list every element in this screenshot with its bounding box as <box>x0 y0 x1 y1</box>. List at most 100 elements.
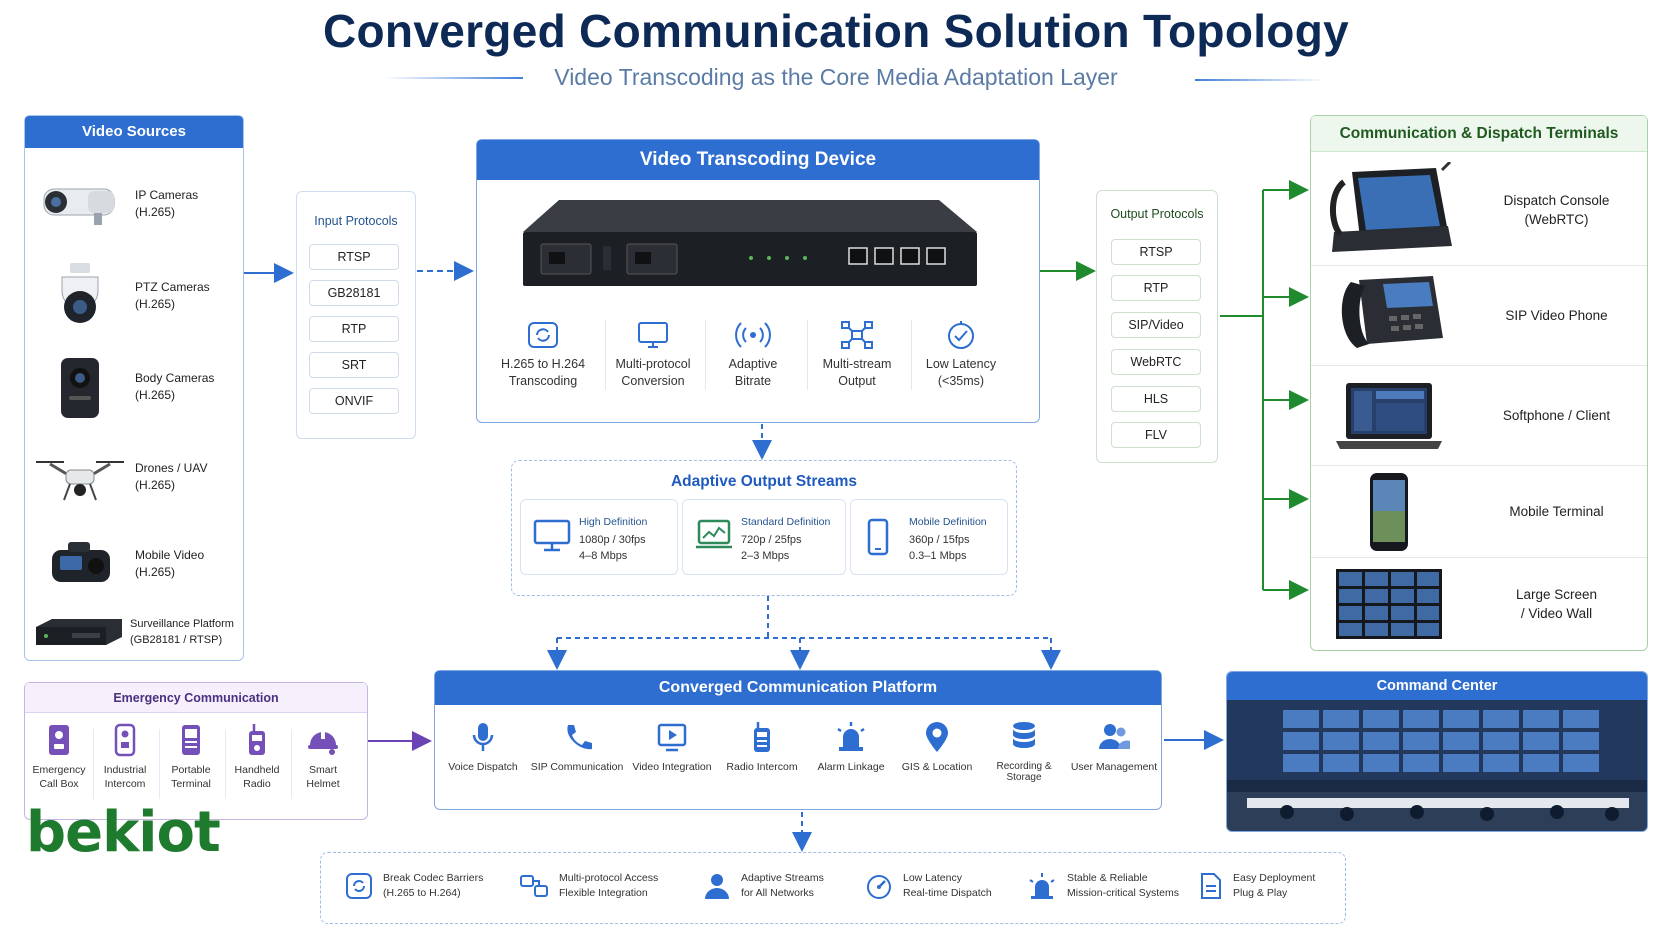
platform-user-management: User Management <box>1069 721 1159 773</box>
stream-title: High Definition <box>579 516 648 528</box>
source-body-cameras: Body Cameras (H.265) <box>25 344 243 430</box>
terminal-sip-phone: SIP Video Phone <box>1311 266 1647 366</box>
benefits-bar: Break Codec Barriers (H.265 to H.264) Mu… <box>320 852 1346 924</box>
users-icon <box>1099 724 1130 749</box>
phone-icon <box>567 725 592 750</box>
portable-terminal-icon <box>182 725 200 755</box>
emergency-heading: Emergency Communication <box>25 683 367 713</box>
benefit-low-latency: Low Latency Real-time Dispatch <box>865 871 992 901</box>
platform-sip-communication: SIP Communication <box>527 721 627 773</box>
platform-label: SIP Communication <box>530 761 624 773</box>
input-protocols-panel: Input Protocols RTSP GB28181 RTP SRT ONV… <box>296 191 416 439</box>
benefit-label: Stable & Reliable Mission-critical Syste… <box>1067 872 1180 899</box>
platform-label: Video Integration <box>632 761 712 773</box>
output-protocol-hls: HLS <box>1111 386 1201 412</box>
platform-video-integration: Video Integration <box>627 721 717 773</box>
emergency-divider <box>291 729 292 799</box>
sip-phone-icon <box>1341 275 1443 348</box>
source-label: PTZ Cameras (H.265) <box>135 280 210 311</box>
adaptive-streams-panel: Adaptive Output Streams High Definition … <box>511 460 1017 596</box>
emergency-label: Portable Terminal <box>171 764 211 790</box>
feature-label: Multi-stream Output <box>822 357 892 388</box>
feature-multi-stream: Multi-stream Output <box>807 320 907 390</box>
emergency-industrial-intercom: Industrial Intercom <box>95 723 155 791</box>
terminal-mobile: Mobile Terminal <box>1311 466 1647 558</box>
stream-title: Standard Definition <box>741 516 831 528</box>
feature-label: H.265 to H.264 Transcoding <box>500 357 586 388</box>
beacon-icon <box>1029 873 1055 899</box>
emergency-smart-helmet: Smart Helmet <box>293 723 353 791</box>
walkie-talkie-icon <box>754 722 770 752</box>
location-pin-icon <box>926 722 948 752</box>
output-protocol-sip-video: SIP/Video <box>1111 312 1201 338</box>
benefit-codec: Break Codec Barriers (H.265 to H.264) <box>345 871 483 901</box>
terminal-label: SIP Video Phone <box>1505 308 1608 323</box>
command-center-image <box>1227 700 1647 831</box>
source-mobile-video: Mobile Video (H.265) <box>25 524 243 604</box>
video-wall-icon <box>1335 569 1442 639</box>
transcoder-hardware-image <box>523 200 977 286</box>
input-protocol-gb28181: GB28181 <box>309 280 399 306</box>
speed-icon <box>867 875 891 899</box>
intercom-icon <box>114 723 136 757</box>
output-protocol-flv: FLV <box>1111 422 1201 448</box>
stream-hd: High Definition 1080p / 30fps 4–8 Mbps <box>520 499 678 575</box>
database-icon <box>1013 722 1035 748</box>
input-protocol-rtp: RTP <box>309 316 399 342</box>
benefit-label: Low Latency Real-time Dispatch <box>903 872 992 899</box>
laptop-chart-icon <box>696 519 732 549</box>
transcode-icon <box>528 322 558 348</box>
benefit-easy-deployment: Easy Deployment Plug & Play <box>1199 871 1315 901</box>
platform-voice-dispatch: Voice Dispatch <box>443 721 523 773</box>
emergency-label: Handheld Radio <box>234 764 280 790</box>
terminals-heading: Communication & Dispatch Terminals <box>1311 116 1647 152</box>
video-sources-heading: Video Sources <box>25 116 243 148</box>
drone-icon <box>36 461 124 501</box>
emergency-call-box: Emergency Call Box <box>29 723 89 791</box>
emergency-label: Emergency Call Box <box>32 764 86 790</box>
codec-icon <box>346 873 372 899</box>
stream-detail: 360p / 15fps 0.3–1 Mbps <box>909 534 970 562</box>
feature-low-latency: Low Latency (<35ms) <box>911 320 1011 390</box>
input-protocols-heading: Input Protocols <box>314 214 398 228</box>
feature-divider <box>705 320 706 390</box>
feature-transcoding: H.265 to H.264 Transcoding <box>493 320 593 390</box>
feature-label: Adaptive Bitrate <box>728 357 778 388</box>
input-protocol-onvif: ONVIF <box>309 388 399 414</box>
source-label: IP Cameras (H.265) <box>135 188 199 219</box>
signal-icon <box>735 322 771 348</box>
monitor-icon <box>638 322 668 348</box>
stream-sd: Standard Definition 720p / 25fps 2–3 Mbp… <box>682 499 846 575</box>
emergency-divider <box>225 729 226 799</box>
stream-mobile: Mobile Definition 360p / 15fps 0.3–1 Mbp… <box>850 499 1008 575</box>
platform-alarm-linkage: Alarm Linkage <box>807 721 895 773</box>
platform-heading: Converged Communication Platform <box>435 671 1161 705</box>
terminals-panel: Communication & Dispatch Terminals Dispa… <box>1310 115 1648 651</box>
network-icon <box>841 321 873 349</box>
document-icon <box>1201 873 1221 899</box>
page-title: Converged Communication Solution Topolog… <box>323 5 1349 57</box>
video-play-icon <box>657 723 687 752</box>
benefit-label: Break Codec Barriers (H.265 to H.264) <box>383 872 484 899</box>
stream-detail: 1080p / 30fps 4–8 Mbps <box>579 534 646 562</box>
gauge-icon <box>948 321 974 349</box>
output-protocols-heading: Output Protocols <box>1110 207 1204 221</box>
terminal-video-wall: Large Screen / Video Wall <box>1311 558 1647 650</box>
subtitle-rule-left <box>383 77 523 79</box>
transcoding-device-panel: Video Transcoding Device H.265 to H.264 … <box>476 139 1040 423</box>
ptz-camera-icon <box>61 263 99 323</box>
emergency-divider <box>93 729 94 799</box>
platform-label: Voice Dispatch <box>448 761 518 773</box>
input-protocol-srt: SRT <box>309 352 399 378</box>
body-camera-icon <box>61 358 99 418</box>
terminal-dispatch-console: Dispatch Console (WebRTC) <box>1311 154 1647 266</box>
feature-divider <box>807 320 808 390</box>
benefit-label: Easy Deployment Plug & Play <box>1233 872 1316 899</box>
page-subtitle: Video Transcoding as the Core Media Adap… <box>554 64 1118 90</box>
feature-protocol-conversion: Multi-protocol Conversion <box>603 320 703 390</box>
source-drones: Drones / UAV (H.265) <box>25 434 243 520</box>
desktop-icon <box>533 519 571 552</box>
bekiot-logo: bekiot <box>26 800 221 865</box>
alarm-icon <box>837 722 865 751</box>
source-label: Surveillance Platform (GB28181 / RTSP) <box>130 618 234 646</box>
